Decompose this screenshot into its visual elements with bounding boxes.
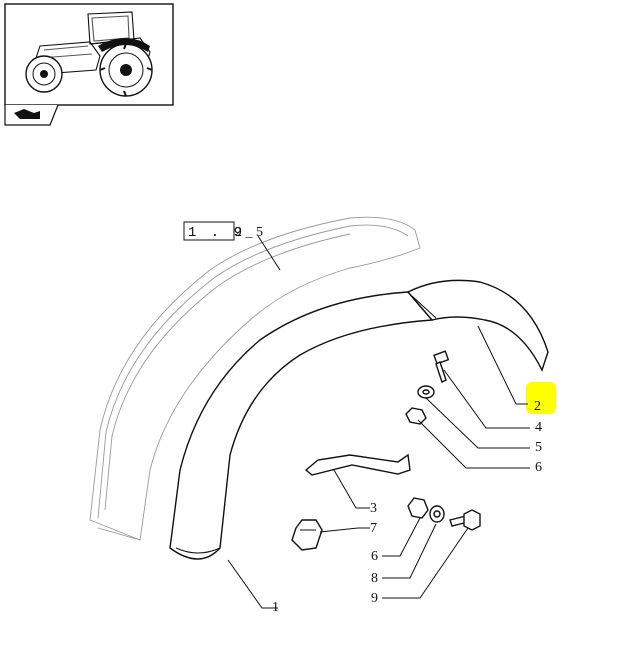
callout-3: 3 xyxy=(370,501,377,516)
callout-6-upper: 6 xyxy=(535,460,542,475)
reference-box[interactable]: 1 . 9 2 _ 5 xyxy=(183,221,263,241)
nut-part-6-lower[interactable] xyxy=(407,497,429,519)
reference-leader xyxy=(257,235,281,271)
washer-part-5[interactable] xyxy=(417,385,435,399)
fender-extension-part-2[interactable] xyxy=(406,279,549,372)
callout-1: 1 xyxy=(272,600,279,615)
fender-part-1[interactable] xyxy=(169,291,434,560)
clip-part-7[interactable] xyxy=(291,519,323,551)
bracket-part-3[interactable] xyxy=(304,453,411,476)
ghost-body-outline xyxy=(89,216,421,541)
folder-arrow-icon[interactable] xyxy=(4,104,59,126)
nut-part-6-upper[interactable] xyxy=(405,407,427,425)
bolt-part-9[interactable] xyxy=(449,509,481,531)
callout-8: 8 xyxy=(371,571,378,586)
callout-5: 5 xyxy=(535,440,542,455)
callout-4: 4 xyxy=(535,420,542,435)
callout-6-lower: 6 xyxy=(371,549,378,564)
callout-2: 2 xyxy=(534,399,541,414)
callout-9: 9 xyxy=(371,591,378,606)
highlight-marker xyxy=(526,382,556,414)
leader-lines xyxy=(227,325,530,609)
washer-part-8[interactable] xyxy=(429,505,445,523)
tractor-thumbnail[interactable] xyxy=(4,3,174,106)
callout-7: 7 xyxy=(370,521,377,536)
highlighted-fender-icon xyxy=(98,38,150,52)
rear-wheel-icon xyxy=(99,43,153,97)
reference-suffix: 2 _ 5 xyxy=(235,225,263,240)
screw-part-4[interactable] xyxy=(433,350,450,383)
front-wheel-icon xyxy=(25,55,63,93)
reference-code: 1 . 9 xyxy=(188,225,245,241)
